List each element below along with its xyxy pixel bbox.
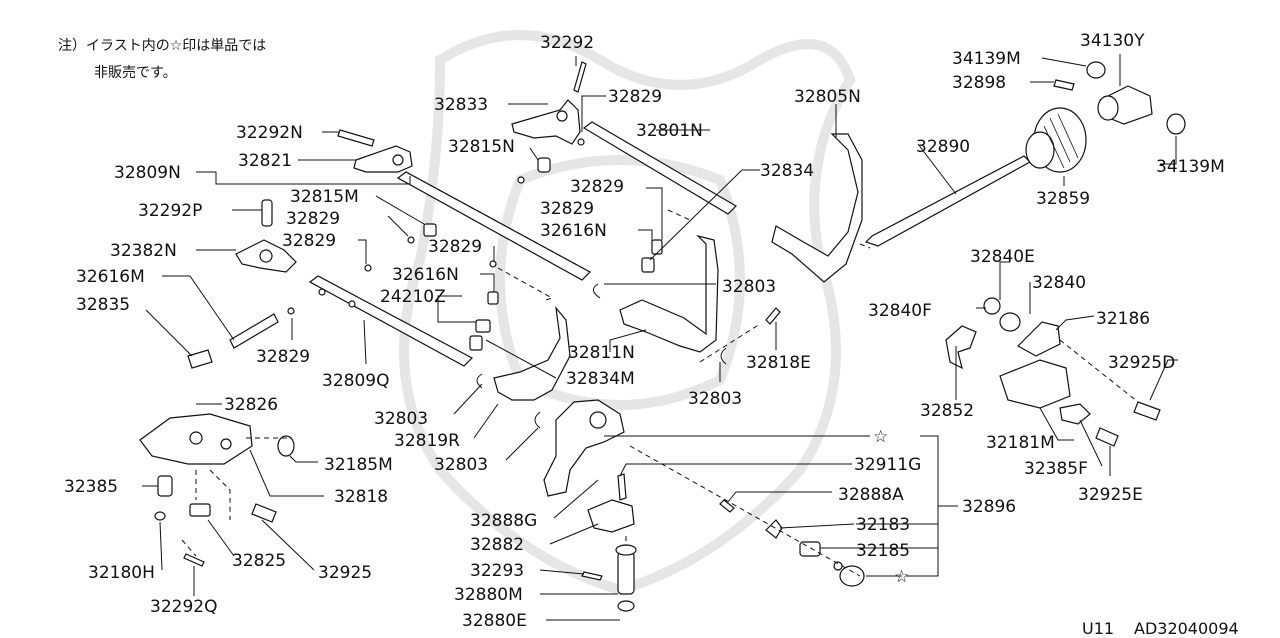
label-32835: 32835 xyxy=(76,295,130,315)
note-block: 注）イラスト内の☆印は単品では 非販売です。 xyxy=(58,38,266,81)
label-32840F: 32840F xyxy=(868,301,932,321)
label-32898: 32898 xyxy=(952,73,1006,93)
label-32819R: 32819R xyxy=(394,431,460,451)
label-32809N: 32809N xyxy=(114,163,181,183)
label-32890: 32890 xyxy=(916,137,970,157)
label-32852: 32852 xyxy=(920,401,974,421)
parts-drawing xyxy=(139,61,1186,612)
label-32880E: 32880E xyxy=(462,611,527,631)
star-marker-bottom: ☆ xyxy=(894,567,909,587)
label-32859: 32859 xyxy=(1036,189,1090,209)
label-32829-g: 32829 xyxy=(256,347,310,367)
label-32888A: 32888A xyxy=(838,485,904,505)
label-32292Q: 32292Q xyxy=(150,597,217,617)
label-32385F: 32385F xyxy=(1024,459,1088,479)
label-32833: 32833 xyxy=(434,95,488,115)
footer: U11 AD32040094 xyxy=(1082,619,1239,638)
label-34139M-top: 34139M xyxy=(952,49,1021,69)
label-34130Y: 34130Y xyxy=(1080,31,1145,51)
label-32888G: 32888G xyxy=(470,511,537,531)
label-32818E: 32818E xyxy=(746,353,811,373)
label-32809Q: 32809Q xyxy=(322,371,389,391)
label-32840E: 32840E xyxy=(970,247,1035,267)
label-32185M: 32185M xyxy=(324,455,393,475)
label-32925: 32925 xyxy=(318,563,372,583)
label-32803-d: 32803 xyxy=(434,455,488,475)
label-32183: 32183 xyxy=(856,515,910,535)
label-32803-a: 32803 xyxy=(722,277,776,297)
label-32293: 32293 xyxy=(470,561,524,581)
label-32803-c: 32803 xyxy=(374,409,428,429)
label-32829-b: 32829 xyxy=(570,177,624,197)
label-32834: 32834 xyxy=(760,161,814,181)
footer-code-right: AD32040094 xyxy=(1134,619,1239,638)
label-32292: 32292 xyxy=(540,33,594,53)
star-markers: ☆ ☆ xyxy=(873,427,909,587)
label-32882: 32882 xyxy=(470,535,524,555)
label-32840: 32840 xyxy=(1032,273,1086,293)
label-32292P: 32292P xyxy=(138,201,202,221)
label-32815N: 32815N xyxy=(448,137,515,157)
label-32616N-b: 32616N xyxy=(392,265,459,285)
label-32829-e: 32829 xyxy=(282,231,336,251)
label-32829-f: 32829 xyxy=(428,237,482,257)
label-32382N: 32382N xyxy=(110,241,177,261)
label-32385: 32385 xyxy=(64,477,118,497)
part-labels: 32292 32833 32829 32805N 34139M 34130Y 3… xyxy=(64,31,1225,631)
label-32829-a: 32829 xyxy=(608,87,662,107)
label-32186: 32186 xyxy=(1096,309,1150,329)
label-24210Z: 24210Z xyxy=(380,287,446,307)
label-32880M: 32880M xyxy=(454,585,523,605)
label-32821: 32821 xyxy=(238,151,292,171)
label-32616N-a: 32616N xyxy=(540,221,607,241)
label-32803-b: 32803 xyxy=(688,389,742,409)
label-32292N: 32292N xyxy=(236,123,303,143)
label-32925D: 32925D xyxy=(1108,353,1175,373)
label-32815M: 32815M xyxy=(290,187,359,207)
footer-code-left: U11 xyxy=(1082,619,1114,638)
label-32829-d: 32829 xyxy=(286,209,340,229)
label-32818: 32818 xyxy=(334,487,388,507)
label-34139M-right: 34139M xyxy=(1156,157,1225,177)
star-marker-top: ☆ xyxy=(873,427,888,447)
label-32834M: 32834M xyxy=(566,369,635,389)
note-line-1: 注）イラスト内の☆印は単品では xyxy=(58,38,266,54)
label-32896: 32896 xyxy=(962,497,1016,517)
label-32811N: 32811N xyxy=(568,343,635,363)
label-32181M: 32181M xyxy=(986,433,1055,453)
label-32825: 32825 xyxy=(232,551,286,571)
label-32911G: 32911G xyxy=(854,455,921,475)
label-32826: 32826 xyxy=(224,395,278,415)
note-line-2: 非販売です。 xyxy=(94,65,177,81)
leader-lines xyxy=(142,54,1178,621)
label-32805N: 32805N xyxy=(794,87,861,107)
label-32801N: 32801N xyxy=(636,121,703,141)
label-32616M: 32616M xyxy=(76,267,145,287)
label-32185: 32185 xyxy=(856,541,910,561)
label-32829-c: 32829 xyxy=(540,199,594,219)
label-32180H: 32180H xyxy=(88,563,155,583)
label-32925E: 32925E xyxy=(1078,485,1143,505)
